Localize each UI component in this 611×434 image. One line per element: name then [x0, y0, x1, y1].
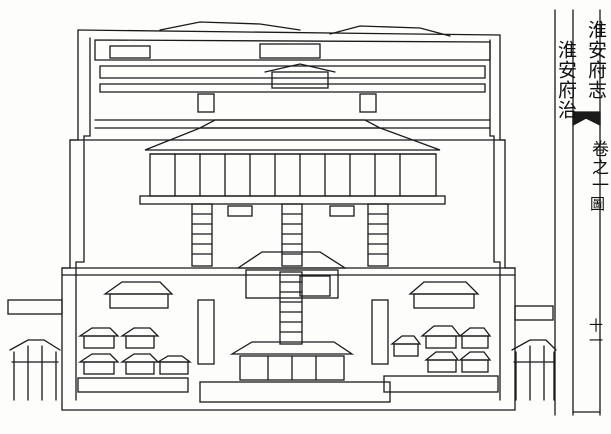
- book-title: 淮安府志: [585, 20, 607, 100]
- left-archway: [9, 339, 61, 401]
- east-offices: [371, 281, 499, 393]
- walkways: [191, 203, 389, 345]
- map-title: 淮安府治: [555, 40, 577, 120]
- compound-wall: [61, 29, 516, 411]
- page-border: [554, 9, 601, 416]
- section-label: 圖: [588, 196, 606, 212]
- folio-number: 十一: [587, 318, 603, 348]
- front-gate: [199, 341, 391, 403]
- street-walls: [7, 299, 554, 321]
- right-archway: [511, 339, 557, 401]
- middle-gate: [235, 251, 348, 299]
- west-offices: [77, 281, 215, 393]
- rear-hall-row: [94, 21, 491, 129]
- chapter-label: 卷之一: [588, 140, 608, 194]
- main-hall: [139, 119, 446, 217]
